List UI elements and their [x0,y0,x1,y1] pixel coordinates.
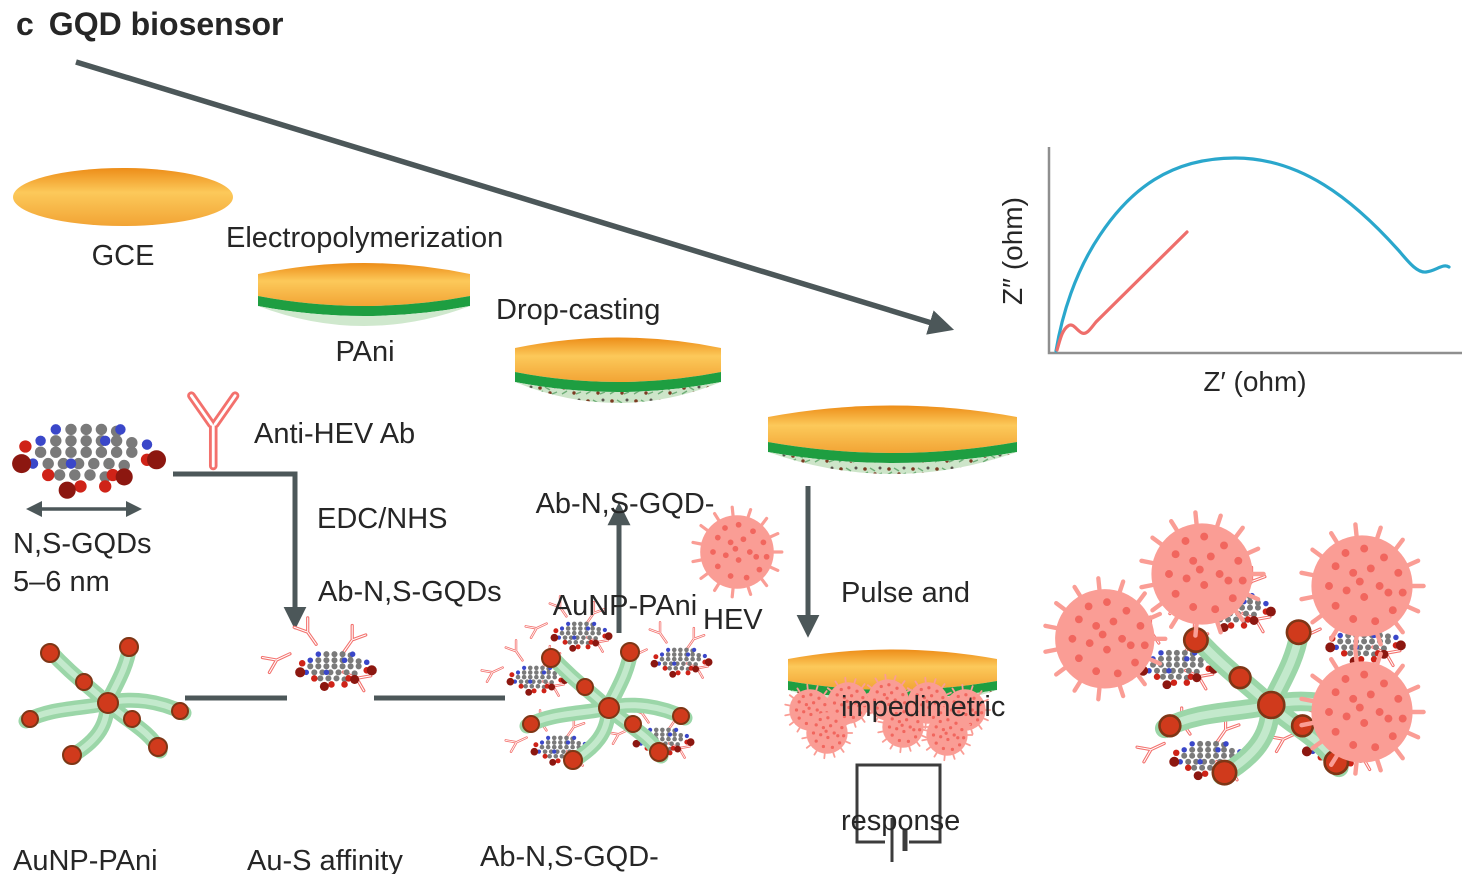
panel-letter: c [16,6,34,42]
battery-circuit [855,763,942,862]
gqd-flake [12,423,166,499]
label-modified-electrode: Ab-N,S-GQD- AuNP-PAni [535,488,715,622]
label-pani: PAni [335,336,395,368]
hev-captured-complex [1045,512,1423,784]
electrode-with-hev [784,649,997,762]
aunp-pani-structure [22,638,188,764]
label-ab-ns-gqds: Ab-N,S-GQDs [318,576,502,608]
main-flow-arrow [75,59,955,335]
gce-electrode [13,168,233,226]
sensor-electrode [768,405,1017,474]
gqd-modified-electrode [515,337,721,403]
blue-curve [1054,156,1451,353]
label-drop-casting: Drop-casting [496,294,661,326]
label-anti-hev-ab: Anti-HEV Ab [254,418,416,450]
label-hev: HEV [703,604,763,636]
label-gqd-size: 5–6 nm [13,566,110,598]
red-curve [1055,230,1189,352]
figure-title: c GQD biosensor [16,6,284,43]
label-gce: GCE [91,240,155,272]
pani-electrode [258,263,470,326]
label-readout: Pulse and impedimetric response [841,577,1006,837]
label-edc-nhs: EDC/NHS [317,503,448,535]
label-electropolymerization: Electropolymerization [226,222,504,254]
nyquist-plot [1047,147,1462,355]
edc-arrow [173,471,307,630]
panel-title: GQD biosensor [48,6,284,42]
label-au-s-affinity: Au-S affinity binding [247,845,403,874]
plot-axes [1047,147,1462,355]
plot-y-axis-label: Z″ (ohm) [997,197,1028,305]
plot-x-axis-label: Z′ (ohm) [1203,366,1307,397]
label-ns-gqds: N,S-GQDs [13,528,152,560]
antibody-icon [191,396,235,466]
label-aunp-pani: AuNP-PAni Au: 5–6 nm [13,845,158,874]
ab-gqd-conjugate [262,618,376,691]
label-complex: Ab-N,S-GQD- AuNP-PAni [480,841,659,873]
